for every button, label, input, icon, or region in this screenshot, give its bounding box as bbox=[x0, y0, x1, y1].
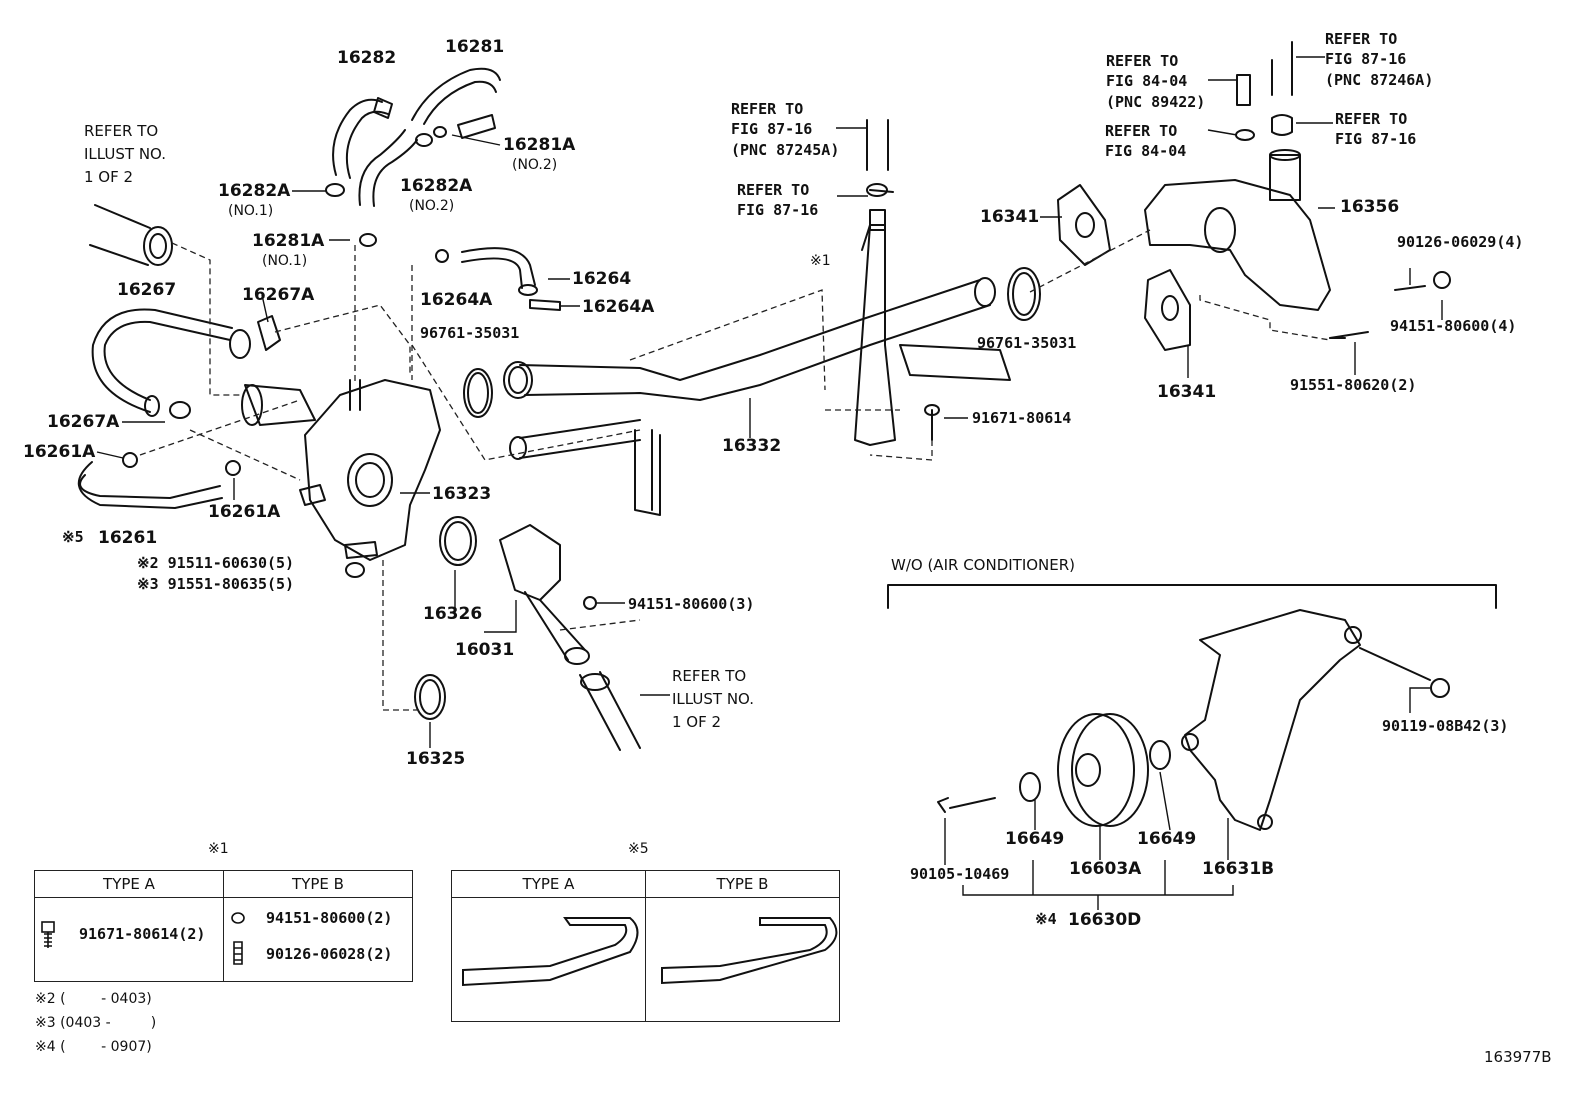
part-16332: 16332 bbox=[722, 436, 782, 456]
part-91671-main: 91671-80614 bbox=[972, 409, 1072, 427]
part-16326: 16326 bbox=[423, 604, 483, 624]
refer-illust-bottom: REFER TO ILLUST NO. 1 OF 2 bbox=[672, 667, 755, 731]
part-16341-bottom: 16341 bbox=[1157, 382, 1217, 402]
part-16261-mark: ※5 bbox=[62, 528, 84, 546]
part-16282A-no2-sub: (NO.2) bbox=[409, 198, 455, 214]
table-5: TYPE A TYPE B bbox=[451, 870, 840, 1022]
part-16261: 16261 bbox=[98, 528, 158, 548]
refer-illust-top: REFER TO ILLUST NO. 1 OF 2 bbox=[84, 122, 167, 186]
part-16031: 16031 bbox=[455, 640, 515, 660]
table1-type-b: TYPE B bbox=[223, 871, 412, 897]
part-94151-3: 94151-80600(3) bbox=[628, 595, 755, 613]
part-16267A-left: 16267A bbox=[47, 412, 120, 432]
part-94151-4: 94151-80600(4) bbox=[1390, 317, 1517, 335]
part-16261A-right: 16261A bbox=[208, 502, 281, 522]
part-91511: ※2 91511-60630(5) bbox=[137, 554, 295, 572]
part-16281A-no2-sub: (NO.2) bbox=[512, 157, 558, 173]
part-16282A-no1-sub: (NO.1) bbox=[228, 203, 274, 219]
part-96761-left: 96761-35031 bbox=[420, 324, 520, 342]
table-1: TYPE A TYPE B 91671-80614(2) 94151-80600… bbox=[34, 870, 413, 982]
part-16630D: 16630D bbox=[1068, 910, 1142, 930]
part-16264: 16264 bbox=[572, 269, 632, 289]
part-16603A: 16603A bbox=[1069, 859, 1142, 879]
part-16281: 16281 bbox=[445, 37, 505, 57]
part-16267A-top: 16267A bbox=[242, 285, 315, 305]
part-16356: 16356 bbox=[1340, 197, 1400, 217]
part-16282: 16282 bbox=[337, 48, 397, 68]
part-16323: 16323 bbox=[432, 484, 492, 504]
part-91551-80635: ※3 91551-80635(5) bbox=[137, 575, 295, 593]
part-16281A-no1-sub: (NO.1) bbox=[262, 253, 308, 269]
part-91551-2: 91551-80620(2) bbox=[1290, 376, 1417, 394]
refer-fig-87-16-c: REFER TO FIG 87-16 (PNC 87246A) bbox=[1325, 30, 1434, 89]
part-16281A-no2: 16281A bbox=[503, 135, 576, 155]
part-16282A-no2: 16282A bbox=[400, 176, 473, 196]
part-16267: 16267 bbox=[117, 280, 177, 300]
woac-title: W/O (AIR CONDITIONER) bbox=[891, 556, 1076, 574]
part-16264A-left: 16264A bbox=[420, 290, 493, 310]
table5-type-b: TYPE B bbox=[645, 871, 839, 897]
table5-type-a: TYPE A bbox=[522, 875, 575, 893]
table5-cell-a bbox=[452, 898, 645, 1021]
table1-type-a: TYPE A bbox=[103, 875, 155, 893]
part-16325: 16325 bbox=[406, 749, 466, 769]
table5-mark: ※5 bbox=[628, 841, 649, 857]
table1-a-part: 91671-80614(2) bbox=[79, 925, 206, 943]
refer-fig-84-04-b: REFER TO FIG 84-04 bbox=[1105, 122, 1187, 161]
part-16649-left: 16649 bbox=[1005, 829, 1065, 849]
table1-b-part1: 94151-80600(2) bbox=[266, 909, 393, 927]
note-3: ※3 (0403 - ) bbox=[35, 1015, 157, 1031]
part-90119: 90119-08B42(3) bbox=[1382, 717, 1509, 735]
mark-1-main: ※1 bbox=[810, 253, 831, 269]
part-16630D-mark: ※4 bbox=[1035, 910, 1057, 928]
part-16341-top: 16341 bbox=[980, 207, 1040, 227]
table1-b-part2: 90126-06028(2) bbox=[266, 945, 393, 963]
note-2: ※2 ( - 0403) bbox=[35, 991, 152, 1007]
part-16281A-no1: 16281A bbox=[252, 231, 325, 251]
diagram-id: 163977B bbox=[1484, 1048, 1552, 1066]
table1-cell-a: 91671-80614(2) bbox=[35, 898, 223, 981]
table1-mark: ※1 bbox=[208, 841, 229, 857]
part-16264A-right: 16264A bbox=[582, 297, 655, 317]
refer-fig-87-16-d: REFER TO FIG 87-16 bbox=[1335, 110, 1417, 149]
note-4: ※4 ( - 0907) bbox=[35, 1039, 152, 1055]
part-90105: 90105-10469 bbox=[910, 865, 1010, 883]
part-96761-right: 96761-35031 bbox=[977, 334, 1077, 352]
part-16631B: 16631B bbox=[1202, 859, 1275, 879]
table1-cell-b: 94151-80600(2) 90126-06028(2) bbox=[223, 898, 412, 981]
refer-fig-87-16-a: REFER TO FIG 87-16 (PNC 87245A) bbox=[731, 100, 840, 159]
part-16261A-left: 16261A bbox=[23, 442, 96, 462]
refer-fig-84-04-a: REFER TO FIG 84-04 (PNC 89422) bbox=[1106, 52, 1206, 111]
table5-cell-b bbox=[645, 898, 839, 1021]
refer-fig-87-16-b: REFER TO FIG 87-16 bbox=[737, 181, 819, 220]
part-90126-4: 90126-06029(4) bbox=[1397, 233, 1524, 251]
part-16282A-no1: 16282A bbox=[218, 181, 291, 201]
part-16649-right: 16649 bbox=[1137, 829, 1197, 849]
